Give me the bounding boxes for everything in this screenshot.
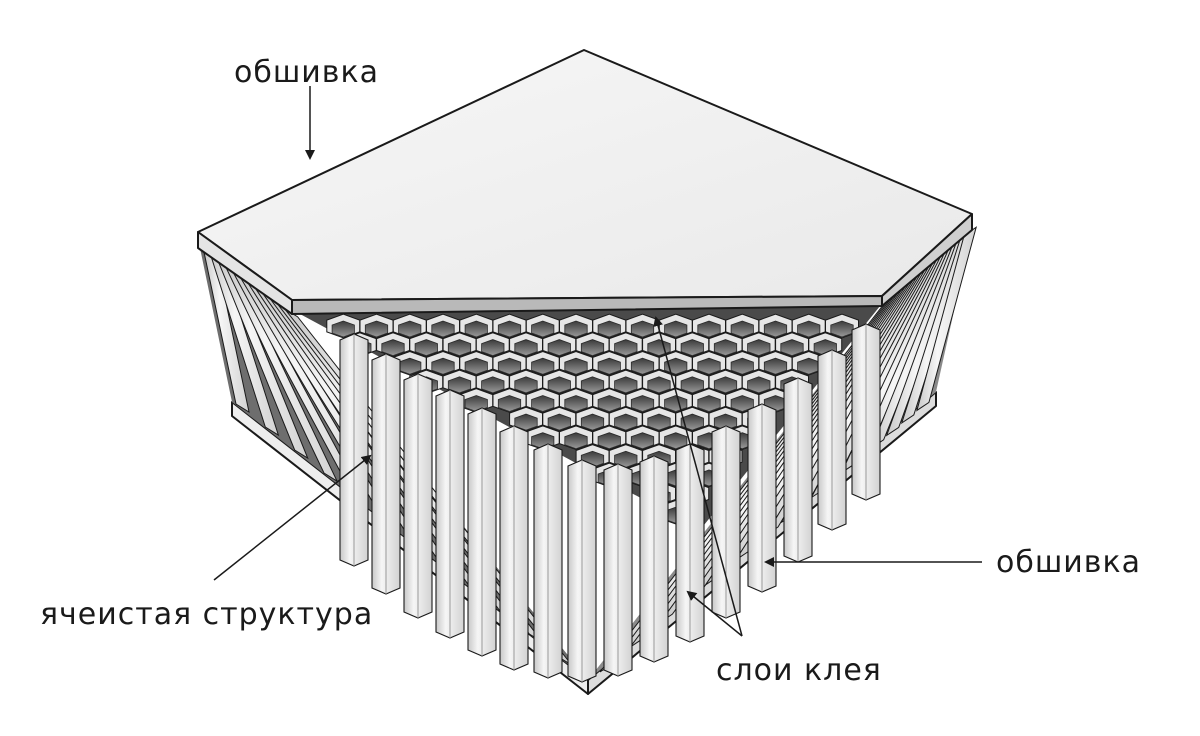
core-arrow (213, 454, 372, 581)
honeycomb-cell-hole (564, 357, 588, 375)
honeycomb-cell-hole (497, 357, 522, 375)
honeycomb-cell-hole (680, 376, 704, 394)
honeycomb-cell-hole (564, 395, 588, 412)
honeycomb-cell-hole (747, 339, 771, 357)
top-skin-right-edge (881, 213, 973, 307)
honeycomb-cell-hole (630, 395, 655, 412)
honeycomb-cell-hole (580, 339, 605, 357)
honeycomb-cell-hole (531, 320, 555, 338)
honeycomb-cell-hole (497, 395, 522, 412)
honeycomb-cell-hole (331, 320, 355, 338)
honeycomb-cell-hole (697, 320, 721, 338)
honeycomb-cell-hole (763, 320, 788, 338)
honeycomb-cell-hole (680, 413, 704, 431)
honeycomb-cell-hole (497, 320, 522, 338)
honeycomb-cell-hole (647, 339, 671, 357)
honeycomb-cell-hole (464, 320, 488, 338)
honeycomb-cell-hole (547, 339, 571, 357)
honeycomb-cell-hole (398, 320, 422, 338)
honeycomb-cell-hole (614, 413, 638, 431)
label-adhesive: слои клея (716, 653, 882, 688)
honeycomb-cell-hole (597, 320, 621, 338)
honeycomb-cell-hole (630, 357, 655, 375)
adhesive-arrow-top (653, 316, 743, 637)
top-skin (197, 49, 973, 315)
honeycomb-cell-hole (514, 413, 538, 431)
honeycomb-cell-hole (697, 395, 721, 412)
honeycomb-cell-hole (547, 376, 571, 394)
honeycomb-cell-hole (447, 339, 472, 357)
honeycomb-cell-hole (414, 339, 438, 357)
honeycomb-cell-hole (447, 376, 472, 394)
honeycomb-cell-hole (797, 320, 821, 338)
honeycomb-cell-hole (481, 339, 505, 357)
label-core: ячеистая структура (40, 597, 373, 632)
honeycomb-cell-hole (647, 413, 671, 431)
honeycomb-cell-hole (614, 339, 638, 357)
honeycomb-cell-hole (630, 432, 655, 450)
honeycomb-cell-hole (713, 376, 738, 394)
label-skin-bottom: обшивка (996, 545, 1141, 580)
honeycomb-cell-hole (664, 395, 688, 412)
honeycomb-cell-hole (531, 357, 555, 375)
honeycomb-cell-hole (564, 320, 588, 338)
honeycomb-cell-hole (580, 376, 605, 394)
honeycomb-cell-hole (580, 413, 605, 431)
honeycomb-cell-hole (364, 320, 389, 338)
honeycomb-cell-hole (647, 376, 671, 394)
honeycomb-cell-hole (547, 413, 571, 431)
honeycomb-cell-hole (780, 339, 804, 357)
honeycomb-cell-hole (713, 339, 738, 357)
honeycomb-cell-hole (614, 376, 638, 394)
honeycomb-cell-hole (514, 339, 538, 357)
honeycomb-cell-hole (730, 320, 754, 338)
honeycomb-cell-hole (464, 357, 488, 375)
honeycomb-cell-hole (730, 395, 754, 412)
honeycomb-cell-hole (697, 357, 721, 375)
honeycomb-cell-hole (431, 357, 455, 375)
honeycomb-cell-hole (431, 320, 455, 338)
honeycomb-cell-hole (763, 357, 788, 375)
honeycomb-cell-hole (381, 339, 405, 357)
adhesive-arrow-bottom (686, 590, 743, 637)
honeycomb-cell-hole (597, 395, 621, 412)
honeycomb-cell-hole (630, 320, 655, 338)
honeycomb-cell-hole (531, 395, 555, 412)
honeycomb-cell-hole (481, 376, 505, 394)
honeycomb-cell-hole (664, 320, 688, 338)
honeycomb-cell-hole (664, 432, 688, 450)
honeycomb-cell-hole (680, 339, 704, 357)
honeycomb-cell-hole (597, 357, 621, 375)
honeycomb-cell-hole (597, 432, 621, 450)
honeycomb-cell-hole (747, 376, 771, 394)
honeycomb-cell-hole (564, 432, 588, 450)
honeycomb-cell-hole (830, 320, 854, 338)
honeycomb-cell-hole (514, 376, 538, 394)
leaders (213, 86, 982, 637)
honeycomb-cell-hole (730, 357, 754, 375)
label-skin-top: обшивка (234, 55, 379, 90)
